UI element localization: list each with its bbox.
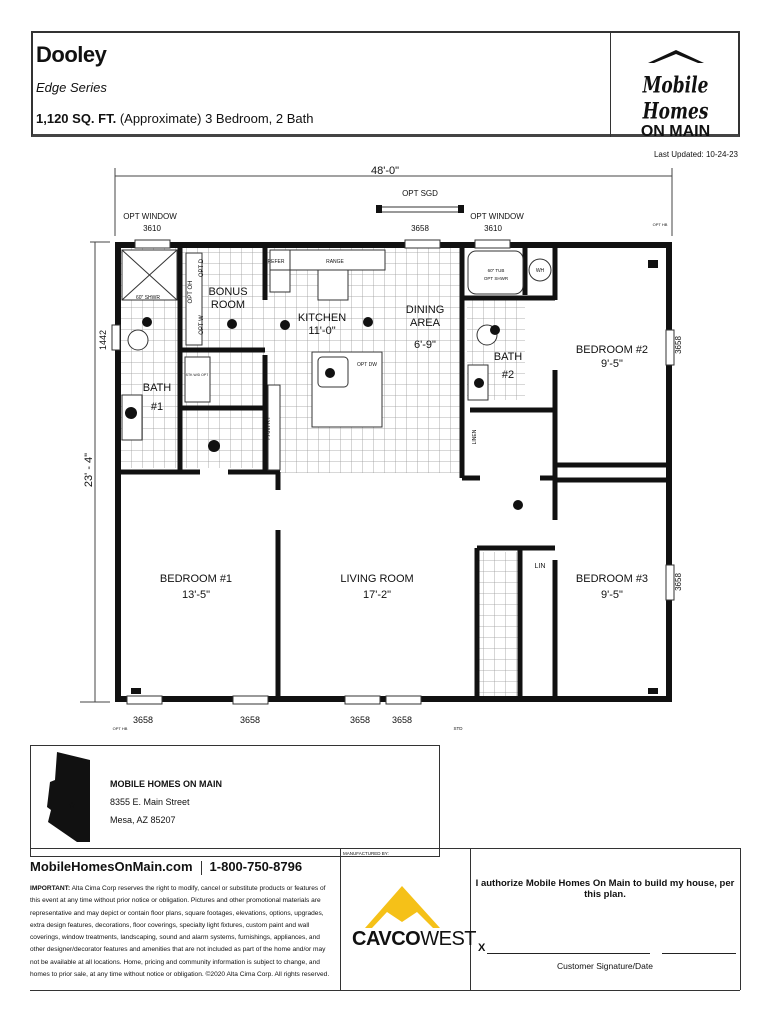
authorization-statement: I authorize Mobile Homes On Main to buil…: [475, 878, 735, 900]
square-footage: 1,120 SQ. FT. (Approximate) 3 Bedroom, 2…: [36, 111, 313, 126]
arizona-map-icon: ★: [47, 752, 90, 842]
window-b1-size: 3658: [133, 715, 153, 725]
opt-d-label: OPT D: [199, 258, 205, 277]
plan-title: Dooley: [36, 42, 107, 67]
opt-dw-label: OPT DW: [357, 362, 377, 368]
phone-number[interactable]: 1-800-750-8796: [209, 859, 303, 874]
floor-plan: 48'-0" 23' - 4" 1442: [80, 165, 683, 731]
pantry-label: PANTRY: [266, 416, 272, 440]
roof-icon: [647, 50, 704, 63]
fixtures: [121, 249, 552, 471]
width-dimension: 48'-0": [371, 165, 399, 177]
kitchen-label: KITCHEN: [298, 312, 346, 324]
cavco-mountain-logo: [365, 886, 440, 928]
opt-w-label: OPT W: [199, 315, 205, 335]
window-bed2-size: 3658: [674, 336, 683, 354]
window-left-size: 3610: [143, 224, 161, 233]
bedroom1-dim: 13'-5": [182, 589, 210, 601]
opt-hb-bottom: OPT HB: [113, 726, 128, 731]
dining-label: DINING: [406, 304, 445, 316]
bath2-number: #2: [502, 369, 514, 381]
bath2-label: BATH: [494, 351, 523, 363]
side-window-1442: 1442: [98, 330, 108, 350]
shower-label: 60" SHWR: [136, 295, 160, 301]
window-b2-size: 3658: [240, 715, 260, 725]
cavco-text: CAVCO: [352, 928, 421, 950]
date-line[interactable]: [662, 953, 736, 954]
living-room-label: LIVING ROOM: [340, 573, 413, 585]
last-updated: Last Updated: 10-24-23: [653, 150, 738, 159]
water-heater-label: WH: [536, 268, 545, 274]
svg-text:★: ★: [68, 800, 76, 810]
living-room-dim: 17'-2": [363, 589, 391, 601]
kitchen-dim: 11'-0": [308, 325, 335, 337]
bath1-label: BATH: [143, 382, 172, 394]
window-b4-size: 3658: [392, 715, 412, 725]
sqft-value: 1,120 SQ. FT.: [36, 111, 117, 126]
cavco-west-logo: CAVCOWEST: [352, 928, 477, 951]
bonus-room-label: BONUS: [208, 286, 247, 298]
light-fixtures: [125, 260, 658, 694]
washer-dryer-label: STK W/D OPT: [186, 373, 210, 377]
windows: [111, 206, 675, 705]
refer-label: REFER: [268, 259, 285, 265]
bedroom3-dim: 9'-5": [601, 589, 623, 601]
dealer-street: 8355 E. Main Street: [110, 797, 190, 807]
important-text: Alta Cima Corp reserves the right to mod…: [30, 885, 330, 979]
range-label: RANGE: [326, 259, 344, 265]
manufactured-by-label: MANUFACTURED BY:: [343, 851, 389, 856]
dining-label-2: AREA: [410, 317, 441, 329]
contact-line: MobileHomesOnMain.com 1-800-750-8796: [30, 859, 302, 875]
opt-hb-top: OPT HB: [653, 222, 668, 227]
footer-right-border: [740, 848, 741, 990]
signature-label: Customer Signature/Date: [557, 961, 653, 971]
bedroom2-dim: 9'-5": [601, 358, 623, 370]
dealer-box: [30, 745, 440, 857]
window-b3-size: 3658: [350, 715, 370, 725]
opt-window-left-label: OPT WINDOW: [123, 212, 177, 221]
bedroom1-label: BEDROOM #1: [160, 573, 232, 585]
bonus-room-label-2: ROOM: [211, 299, 245, 311]
tub-shwr-label: OPT SHWR: [484, 276, 509, 281]
mobile-homes-on-main-logo: Mobile Homes ON MAIN: [618, 48, 733, 141]
depth-dimension: 23' - 4": [83, 453, 95, 487]
opt-sgd-label: OPT SGD: [402, 189, 438, 198]
window-right-size: 3610: [484, 224, 502, 233]
important-label: IMPORTANT:: [30, 885, 71, 892]
header-divider: [610, 31, 611, 137]
dimension-lines: [80, 168, 673, 703]
opt-oh-label: OPT OH: [188, 281, 194, 304]
dealer-city: Mesa, AZ 85207: [110, 815, 176, 825]
window-bed3-size: 3658: [674, 573, 683, 591]
header-box: [31, 31, 740, 137]
lin-label: LIN: [535, 563, 546, 570]
linen-label: LINEN: [472, 429, 478, 444]
logo-line1: Mobile Homes: [642, 73, 709, 125]
dealer-address: MOBILE HOMES ON MAIN 8355 E. Main Street…: [110, 775, 222, 829]
website-link[interactable]: MobileHomesOnMain.com: [30, 859, 193, 874]
window-top-size: 3658: [411, 224, 429, 233]
bedroom3-label: BEDROOM #3: [576, 573, 648, 585]
dining-dim: 6'-9": [414, 339, 436, 351]
footer-col-divider-2: [470, 848, 471, 990]
logo-line2: ON MAIN: [640, 123, 711, 140]
dealer-name: MOBILE HOMES ON MAIN: [110, 779, 222, 789]
interior-walls: [118, 245, 669, 699]
footer-bottom-line: [30, 990, 740, 991]
signature-x: X: [478, 942, 486, 954]
bath1-number: #1: [151, 401, 163, 413]
legal-disclaimer: IMPORTANT: Alta Cima Corp reserves the r…: [30, 883, 330, 981]
footer-col-divider: [340, 848, 341, 990]
opt-window-right-label: OPT WINDOW: [470, 212, 524, 221]
sqft-note: (Approximate) 3 Bedroom, 2 Bath: [119, 111, 314, 126]
bedroom2-label: BEDROOM #2: [576, 344, 648, 356]
west-text: WEST: [420, 928, 477, 950]
footer-divider: [30, 848, 740, 849]
signature-line[interactable]: [487, 953, 650, 954]
std-label: STD: [454, 726, 464, 731]
series-name: Edge Series: [36, 80, 107, 95]
tub-label: 60" TUB: [488, 268, 505, 273]
